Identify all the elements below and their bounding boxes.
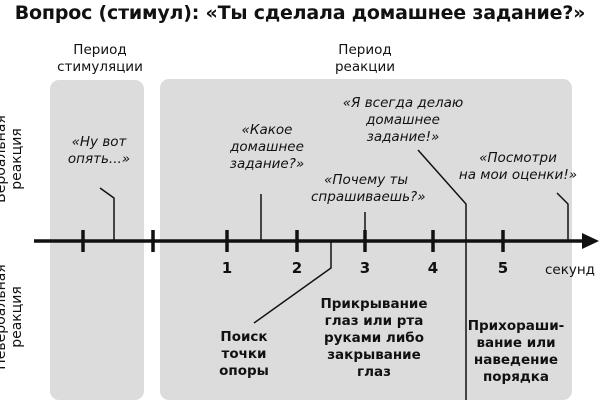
nonverbal-reaction-item: Поиск точки опоры — [204, 329, 284, 380]
nonverbal-line: Прихораши- — [467, 318, 565, 334]
timeline-arrowhead — [582, 233, 599, 249]
verbal-reaction-item: «Посмотри на мои оценки!» — [458, 150, 578, 184]
quote-line: на мои оценки!» — [458, 167, 578, 183]
tick-label: 2 — [291, 259, 303, 277]
tick-label: 4 — [427, 259, 439, 277]
tick-label: 3 — [359, 259, 371, 277]
time-unit-label: секунд — [544, 262, 596, 278]
verbal-reaction-item: «Какое домашнее задание?» — [222, 122, 312, 173]
quote-line: «Ну вот — [71, 134, 127, 150]
nonverbal-line: вание или — [476, 335, 556, 351]
nonverbal-line: порядка — [482, 369, 550, 385]
nonverbal-line: глаз — [357, 364, 391, 380]
quote-line: задание?» — [229, 156, 305, 172]
quote-line: задание!» — [366, 129, 440, 145]
diagram-title: Вопрос (стимул): «Ты сделала домашнее за… — [14, 2, 586, 24]
tick-label: 1 — [221, 259, 233, 277]
stimulation-period-label-line: Период — [73, 42, 127, 58]
quote-line: спрашиваешь?» — [311, 189, 426, 205]
leader-line — [417, 149, 467, 400]
verbal-reaction-item: «Почему ты спрашиваешь?» — [311, 172, 426, 206]
stimulation-period-label-line: стимуляции — [57, 59, 143, 75]
nonverbal-reaction-item: Прикрывание глаз или рта руками либо зак… — [312, 296, 436, 381]
leader-line — [556, 192, 569, 241]
nonverbal-line: точки — [221, 346, 267, 362]
nonverbal-line: глаз или рта — [324, 313, 424, 329]
quote-line: домашнее — [230, 139, 304, 155]
nonverbal-line: Поиск — [220, 329, 268, 345]
tick-label: 5 — [497, 259, 509, 277]
nonverbal-line: наведение — [473, 352, 559, 368]
quote-line: «Я всегда делаю — [342, 95, 464, 111]
nonverbal-line: Прикрывание — [320, 296, 428, 312]
quote-line: опять...» — [67, 151, 131, 167]
nonverbal-line: руками либо — [324, 330, 424, 346]
quote-line: «Посмотри — [479, 150, 557, 166]
nonverbal-reaction-item: Прихораши- вание или наведение порядка — [461, 318, 571, 386]
quote-line: «Почему ты — [323, 172, 408, 188]
stimulation-period-label: Период стимуляции — [50, 42, 150, 76]
reaction-period-label: Период реакции — [320, 42, 410, 76]
quote-line: домашнее — [366, 112, 440, 128]
quote-line: «Какое — [241, 122, 293, 138]
reaction-period-label-line: Период — [338, 42, 392, 58]
leader-line — [99, 187, 115, 241]
nonverbal-line: опоры — [219, 363, 269, 379]
verbal-reaction-item: «Ну вот опять...» — [54, 134, 144, 168]
leader-line — [253, 241, 332, 324]
verbal-reaction-item: «Я всегда делаю домашнее задание!» — [333, 95, 473, 146]
reaction-period-label-line: реакции — [334, 59, 396, 75]
nonverbal-line: закрывание — [327, 347, 421, 363]
